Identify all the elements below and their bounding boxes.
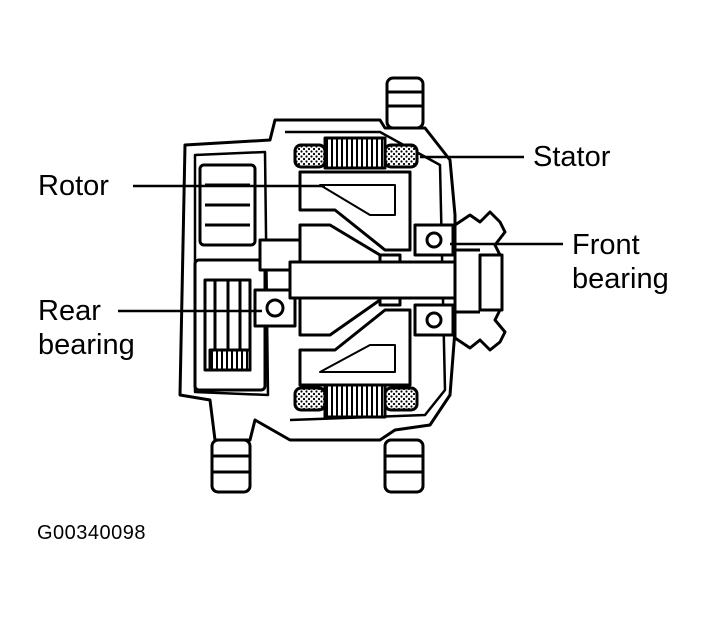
top-mounting-stud [385,76,425,130]
figure-code: G00340098 [37,522,147,544]
drive-pulley [453,210,507,352]
bottom-right-mounting-stud [383,438,425,494]
rear-bearing [253,238,302,328]
stator-label: Stator [533,141,611,173]
rotor-shaft [288,260,482,300]
stator-windings [293,136,419,419]
rear-bearing-label: Rear bearing [38,295,135,361]
front-bearing-label: Front bearing [572,229,669,295]
front-bearing [413,223,455,337]
rotor-label: Rotor [38,170,109,202]
rear-rectifier-block [193,163,267,392]
bottom-left-mounting-stud [210,438,252,494]
